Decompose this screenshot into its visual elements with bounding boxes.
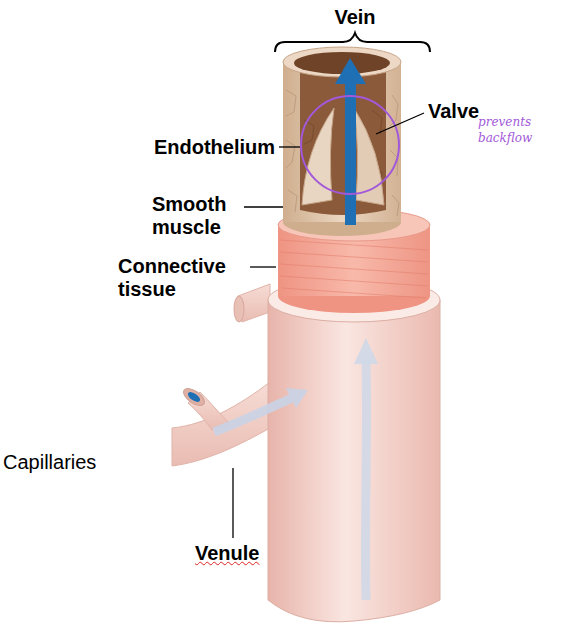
lumen-opening <box>294 52 390 74</box>
bracket <box>275 33 430 52</box>
part-label: Valve <box>428 100 479 123</box>
part-label: Connective tissue <box>118 255 248 301</box>
venule-opening <box>181 385 208 409</box>
leader-line <box>250 266 276 267</box>
leader-line <box>244 206 283 207</box>
bracket-label: Vein <box>305 6 405 29</box>
blood-flow-arrow <box>345 80 356 225</box>
flow-arrow <box>214 398 292 432</box>
part-label: Capillaries <box>3 451 96 474</box>
leader-line <box>279 146 300 147</box>
vein-wall <box>268 300 440 622</box>
flow-arrow <box>365 360 366 600</box>
branch-opening <box>234 296 244 322</box>
endothelium-tube <box>283 62 401 222</box>
venule-vessel <box>172 382 270 466</box>
part-label: Venule <box>195 542 259 565</box>
flow-arrowhead <box>354 338 378 364</box>
leader-line <box>376 113 424 134</box>
leader-line <box>232 468 233 538</box>
handwritten-note: prevents backflow <box>478 114 550 146</box>
venule-lumen <box>186 390 201 404</box>
blood-flow-arrowhead <box>335 58 366 84</box>
flow-arrowhead <box>286 388 308 408</box>
part-label: Endothelium <box>154 136 275 159</box>
part-label: Smooth muscle <box>152 193 244 239</box>
muscle-texture <box>280 240 428 298</box>
annotation-circle <box>301 96 399 194</box>
